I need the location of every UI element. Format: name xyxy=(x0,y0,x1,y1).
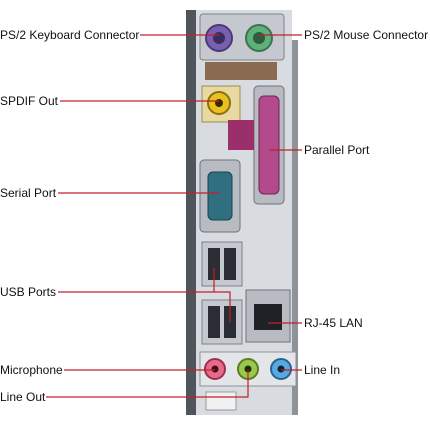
line-in-hole-icon xyxy=(277,365,285,373)
label-ps2-mouse: PS/2 Mouse Connector xyxy=(304,28,429,42)
label-line-out: Line Out xyxy=(0,390,46,404)
header-block xyxy=(205,391,237,411)
ps2-keyboard-pins-icon xyxy=(213,32,225,44)
usb-port-2-icon xyxy=(224,248,236,280)
label-parallel-port: Parallel Port xyxy=(304,143,370,157)
label-usb-ports: USB Ports xyxy=(0,285,57,299)
mic-hole-icon xyxy=(211,365,219,373)
shield-rim xyxy=(292,40,298,415)
line-out-hole-icon xyxy=(244,365,252,373)
leader-line-out xyxy=(46,370,249,398)
label-line-in: Line In xyxy=(304,363,341,377)
magenta-board xyxy=(228,120,254,150)
rj45-port-icon xyxy=(254,304,282,330)
serial-port-icon xyxy=(207,171,233,221)
parallel-port-icon xyxy=(258,95,280,195)
component-strip xyxy=(205,62,277,80)
label-microphone: Microphone xyxy=(0,363,63,377)
label-spdif-out: SPDIF Out xyxy=(0,94,59,108)
leader-usb-lower xyxy=(214,291,231,322)
label-ps2-keyboard: PS/2 Keyboard Connector xyxy=(0,28,140,42)
usb-port-1-icon xyxy=(208,248,220,280)
pcb-edge xyxy=(186,10,196,415)
ps2-mouse-pins-icon xyxy=(253,32,265,44)
spdif-hole-icon xyxy=(215,99,223,107)
label-rj45-lan: RJ-45 LAN xyxy=(304,316,363,330)
label-serial-port: Serial Port xyxy=(0,186,57,200)
usb-port-3-icon xyxy=(208,306,220,338)
